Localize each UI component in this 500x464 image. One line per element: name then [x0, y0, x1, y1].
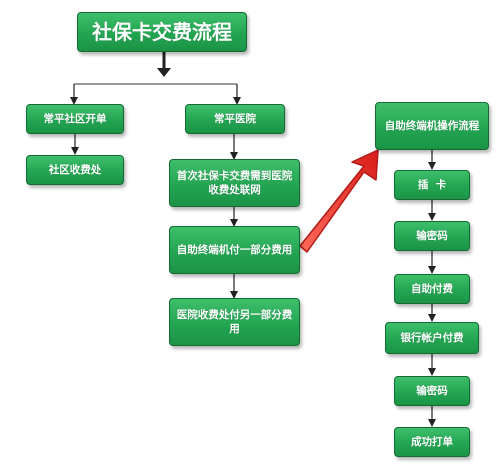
right-header-self-service-process: 自助终端机操作流程: [375, 102, 489, 150]
left-step-community-cashier: 社区收费处: [26, 155, 124, 185]
left-step-community-order: 常平社区开单: [26, 104, 124, 134]
right-step-print-success: 成功打单: [394, 427, 470, 457]
middle-step-self-service-partial: 自助终端机付一部分费用: [169, 226, 300, 274]
page-title: 社保卡交费流程: [77, 12, 247, 52]
middle-step-hospital: 常平医院: [185, 104, 285, 134]
red-diagonal-arrow: [299, 149, 379, 253]
right-step-self-pay: 自助付费: [394, 274, 470, 304]
right-step-bank-account-pay: 银行帐户付费: [385, 322, 479, 354]
middle-step-first-time-network: 首次社保卡交费需到医院收费处联网: [169, 159, 300, 207]
middle-step-cashier-remaining: 医院收费处付另一部分费用: [169, 298, 300, 346]
title-down-arrow: [157, 50, 171, 77]
right-step-enter-pin: 输密码: [394, 221, 470, 251]
right-step-insert-card: 插 卡: [394, 170, 470, 200]
right-step-enter-pin-again: 输密码: [394, 376, 470, 406]
